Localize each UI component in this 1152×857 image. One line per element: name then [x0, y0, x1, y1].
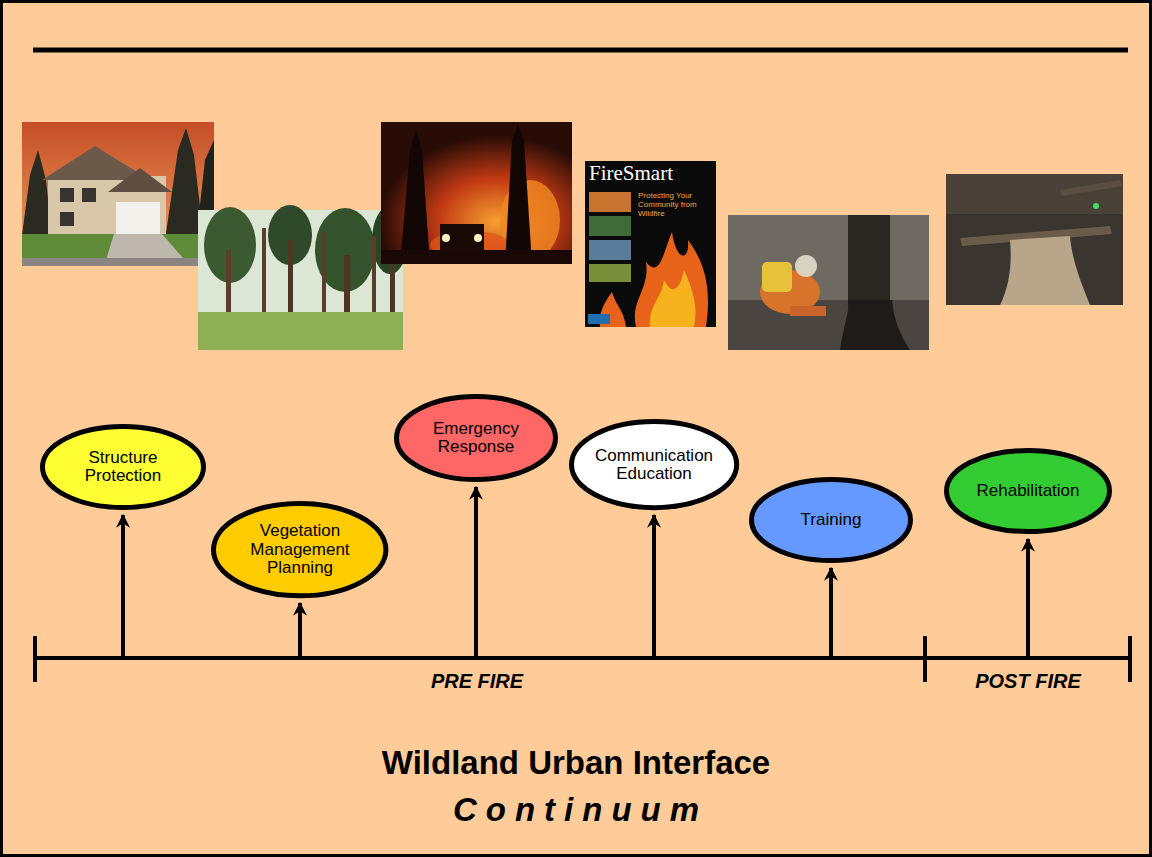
timeline — [35, 636, 1130, 682]
wildfire-photo — [381, 122, 572, 264]
firefighter-arm — [790, 306, 826, 316]
lawn — [22, 234, 214, 266]
activity-ellipse: Structure Protection — [40, 424, 206, 510]
poster-flame — [635, 232, 708, 327]
tree-trunk — [226, 250, 231, 320]
poster-logo — [588, 314, 610, 324]
activity-label: Communication Education — [595, 447, 713, 484]
house-window — [82, 188, 96, 202]
tree-silhouette — [22, 150, 52, 235]
phase-label: POST FIRE — [928, 670, 1128, 692]
poster-thumbnail — [589, 240, 631, 260]
poster-subtitle: Protecting Your Community from Wildfire — [638, 191, 714, 219]
up-arrow — [829, 568, 833, 656]
fallen-log — [1060, 180, 1122, 196]
firesmart-poster — [585, 161, 716, 327]
activity-ellipse: Vegetation Management Planning — [211, 501, 388, 598]
photo-ground — [946, 174, 1123, 305]
activity-label: Structure Protection — [85, 449, 162, 486]
phase-label: PRE FIRE — [377, 670, 577, 692]
diagram-title: Wildland Urban Interface — [0, 744, 1152, 782]
hillside — [946, 174, 1123, 214]
grass — [198, 312, 403, 350]
firefighter-helmet — [795, 255, 817, 277]
tree-trunk — [344, 255, 350, 320]
erosion-photo — [946, 174, 1123, 305]
truck-light — [442, 234, 450, 242]
water-flow — [1000, 236, 1090, 305]
activity-ellipse: Training — [749, 477, 913, 563]
ellipse-shape — [947, 451, 1110, 532]
tree-trunk — [262, 228, 266, 320]
ground — [381, 250, 572, 264]
ellipse-shape — [397, 397, 556, 480]
firefighter-pack — [762, 262, 792, 292]
tree-silhouette — [400, 130, 430, 264]
garage-door — [116, 202, 160, 234]
poster-flame — [650, 270, 696, 327]
up-arrow — [298, 603, 302, 656]
activity-label: Training — [801, 511, 862, 529]
firefighter-photo — [728, 215, 929, 350]
activity-label: Vegetation Management Planning — [250, 522, 349, 577]
fire-truck — [440, 224, 484, 250]
house-roof — [108, 168, 172, 192]
trunk-base — [840, 300, 910, 350]
header-rule — [33, 48, 1128, 53]
poster-thumbnail — [589, 216, 631, 236]
charred-soil — [728, 300, 929, 350]
activity-ellipse: Emergency Response — [394, 394, 558, 482]
truck-light — [474, 234, 482, 242]
tree-silhouette — [505, 125, 532, 264]
survey-marker — [1093, 203, 1099, 209]
house-window — [60, 188, 74, 202]
diagram-caption: Continuum — [0, 791, 1152, 829]
poster-thumbnail — [589, 264, 631, 282]
up-arrow — [1026, 539, 1030, 656]
forest-photo — [198, 205, 408, 350]
timeline-axis — [35, 656, 1130, 660]
photo-fire-sky — [381, 122, 572, 264]
up-arrow — [121, 515, 125, 656]
poster-title: FireSmart — [589, 163, 713, 184]
ellipse-shape — [571, 422, 736, 508]
road — [22, 258, 214, 266]
ellipse-shape — [214, 504, 386, 596]
tree-trunk — [322, 232, 326, 320]
poster-thumbnail — [589, 192, 631, 212]
house-photo — [22, 122, 214, 266]
ellipse-shape — [752, 480, 911, 561]
timeline-tick — [1128, 636, 1132, 682]
tree-trunk — [288, 240, 293, 320]
timeline-tick — [33, 636, 37, 682]
tree-trunk — [372, 236, 376, 320]
activity-ellipse: Rehabilitation — [944, 448, 1112, 534]
timeline-tick — [923, 636, 927, 682]
poster-ground — [585, 161, 716, 327]
house-window — [60, 212, 74, 226]
photo-sky — [22, 122, 214, 266]
activity-ellipse: Communication Education — [569, 419, 739, 510]
activity-label: Rehabilitation — [976, 482, 1079, 500]
ellipse-shape — [43, 427, 204, 508]
photo-ground — [728, 215, 929, 350]
activity-label: Emergency Response — [433, 420, 519, 457]
up-arrow — [652, 515, 656, 656]
up-arrow — [474, 487, 478, 656]
